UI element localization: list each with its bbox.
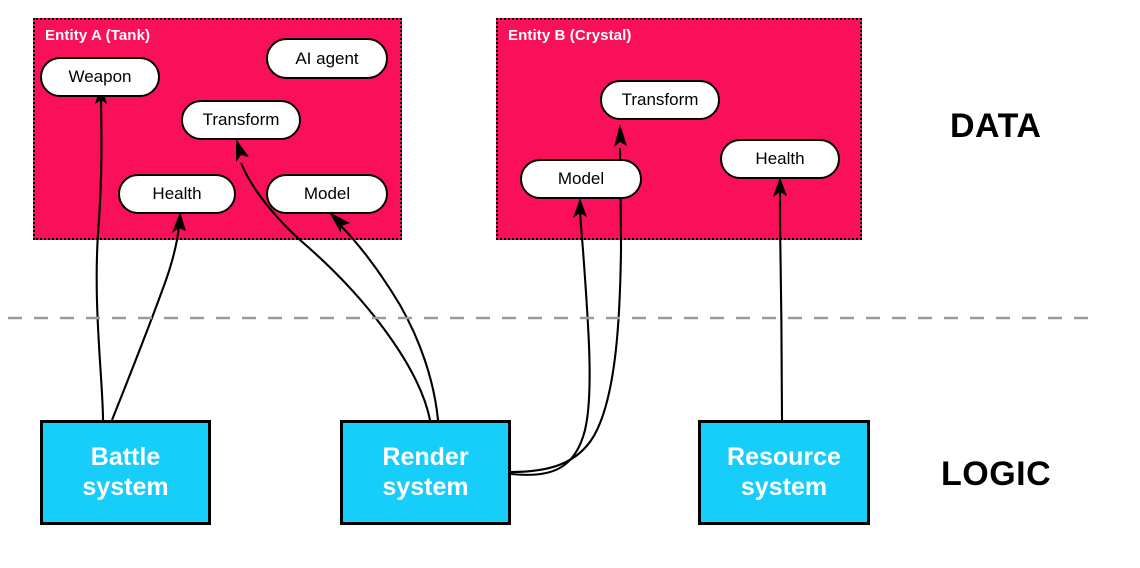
component-a-health[interactable]: Health <box>118 174 236 214</box>
component-b-model[interactable]: Model <box>520 159 642 199</box>
edge-render-to-model-a <box>340 225 440 421</box>
system-render-line2: system <box>382 472 469 501</box>
data-zone-label: DATA <box>950 107 1042 145</box>
component-b-health[interactable]: Health <box>720 139 840 179</box>
component-a-ai-agent[interactable]: AI agent <box>266 38 388 79</box>
component-b-model-label: Model <box>557 169 605 188</box>
arrowhead-battle-to-health <box>172 212 186 233</box>
arrowhead-resource-to-health-b <box>773 177 787 197</box>
system-resource-line2: system <box>740 472 828 501</box>
component-a-transform-label: Transform <box>202 110 280 129</box>
arrowhead-render-to-model-b <box>573 198 587 218</box>
component-a-weapon-label: Weapon <box>68 67 132 86</box>
system-resource[interactable]: Resource system <box>698 420 870 525</box>
arrowhead-render-to-transform-b <box>614 124 627 147</box>
component-b-health-label: Health <box>755 149 805 168</box>
system-render[interactable]: Render system <box>340 420 511 525</box>
system-battle[interactable]: Battle system <box>40 420 211 525</box>
system-render-line1: Render <box>382 443 469 471</box>
component-a-transform[interactable]: Transform <box>181 100 301 140</box>
edge-render-to-transform-a <box>240 162 432 421</box>
component-b-transform-label: Transform <box>621 90 699 109</box>
component-a-model[interactable]: Model <box>266 174 388 214</box>
edge-battle-to-health <box>111 225 181 421</box>
arrowhead-render-to-model-a <box>329 212 350 233</box>
component-a-weapon[interactable]: Weapon <box>40 57 160 97</box>
component-b-transform[interactable]: Transform <box>600 80 720 120</box>
system-battle-line1: Battle <box>90 443 161 471</box>
logic-zone-label: LOGIC <box>941 455 1052 493</box>
edge-resource-to-health-b <box>778 190 784 421</box>
system-resource-line1: Resource <box>727 443 841 471</box>
entity-group-b: Entity B (Crystal) <box>496 18 862 240</box>
edge-render-to-model-b <box>510 208 591 476</box>
arrowhead-render-to-transform-a <box>236 139 249 162</box>
edge-battle-to-weapon <box>95 96 105 421</box>
component-a-health-label: Health <box>152 184 202 203</box>
system-battle-line2: system <box>82 472 169 501</box>
component-a-model-label: Model <box>303 184 351 203</box>
entity-b-title: Entity B (Crystal) <box>508 27 632 44</box>
entity-a-title: Entity A (Tank) <box>45 27 151 44</box>
component-a-ai-agent-label: AI agent <box>295 48 359 68</box>
